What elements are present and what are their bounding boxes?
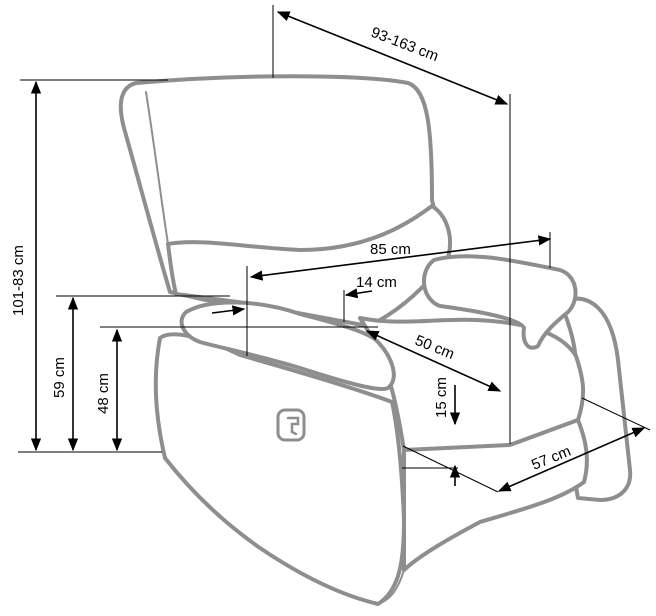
label-ground-clearance: 15 cm [433, 377, 450, 418]
dim-armrest-width-arrow-right [344, 288, 373, 299]
dim-depth-reclined-arrow [276, 11, 509, 105]
guide-57-right [581, 397, 651, 431]
dimension-arrows [30, 11, 646, 492]
label-armrest-height: 59 cm [51, 357, 68, 398]
label-depth-reclined: 93-163 cm [369, 24, 441, 65]
dim-width-arrow [249, 235, 552, 281]
label-width: 85 cm [370, 241, 411, 258]
dim-armrest-width-arrow [211, 305, 246, 316]
left-arm-side [153, 332, 406, 606]
backrest-seam [145, 91, 169, 245]
label-armrest-width: 14 cm [356, 274, 397, 291]
dim-seat-depth-arrow [365, 330, 502, 392]
floor-line [377, 569, 405, 605]
dim-seat-width-arrow [497, 427, 646, 492]
guide-lines [18, 5, 651, 493]
label-seat-height: 48 cm [95, 373, 112, 414]
recliner-chair [118, 74, 633, 606]
label-height: 101-83 cm [10, 245, 27, 316]
recline-handle-icon [276, 408, 306, 442]
